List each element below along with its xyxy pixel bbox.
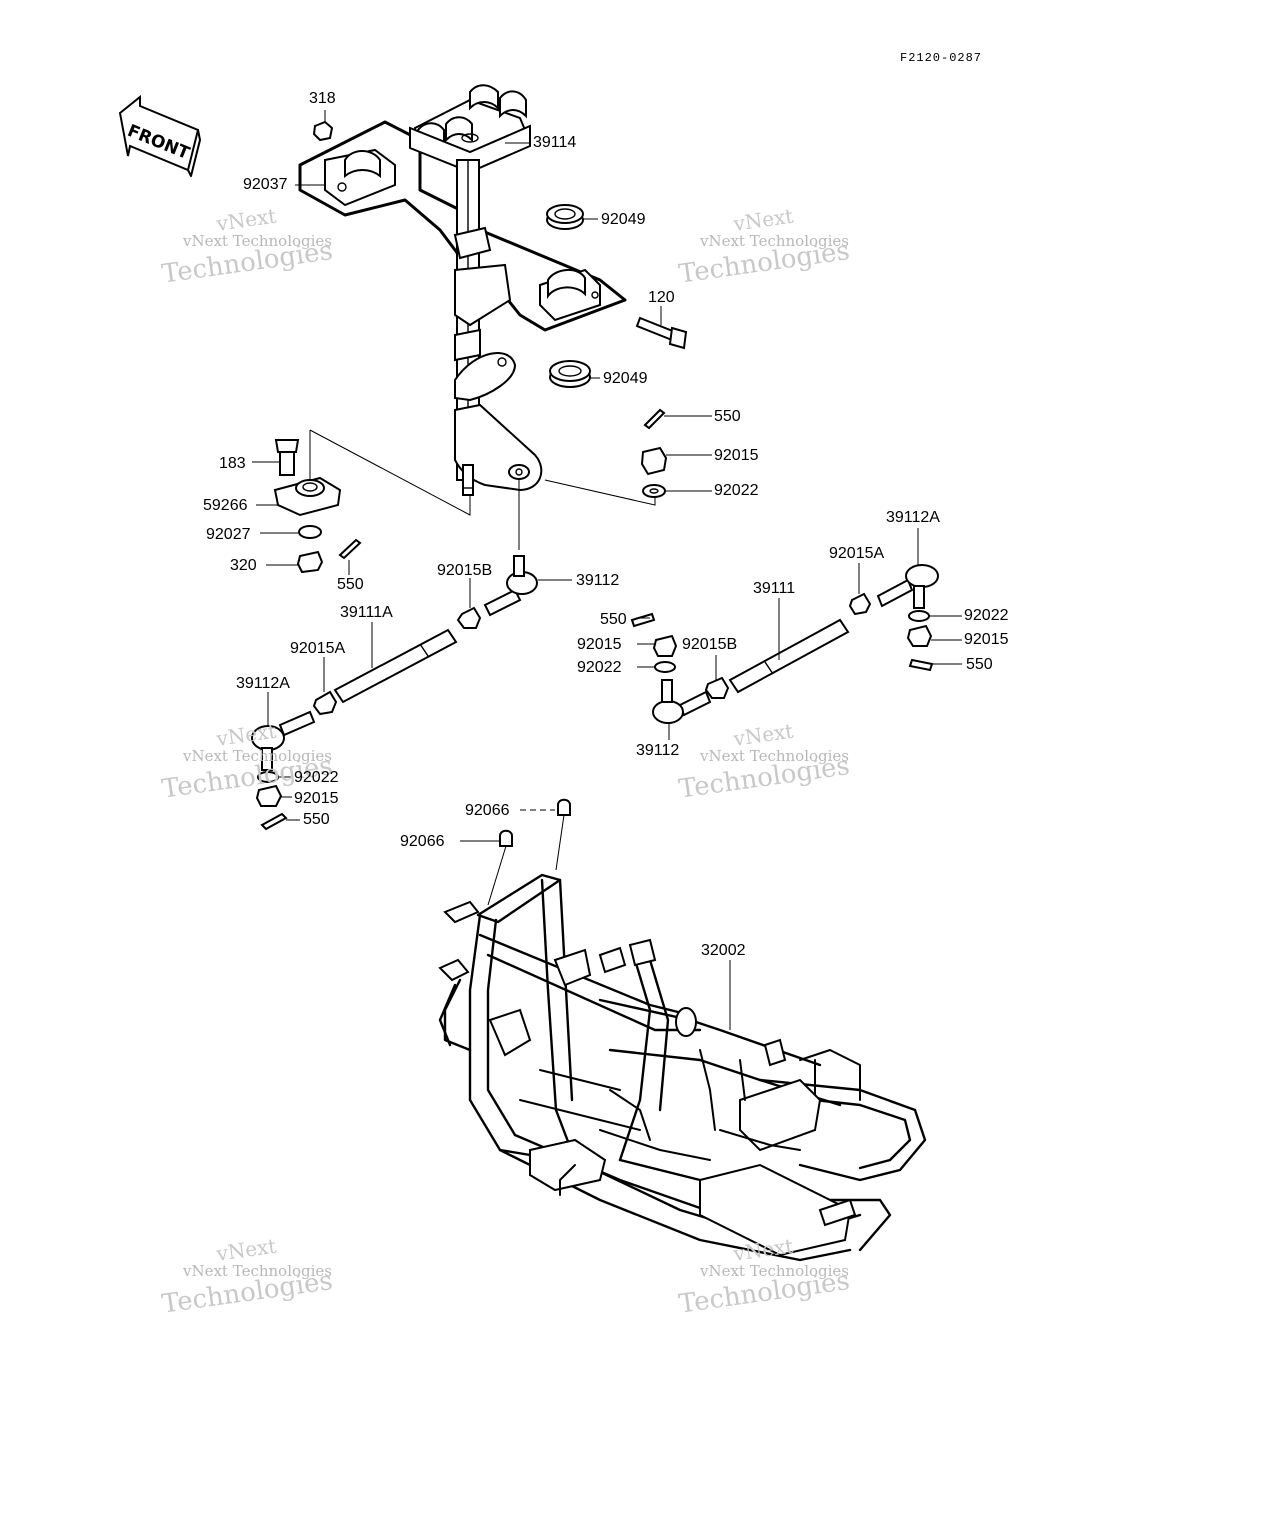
part-label: 92015B xyxy=(437,562,493,579)
assembly-guide-lines xyxy=(309,429,656,550)
part-label: 92022 xyxy=(577,659,622,676)
part-label: 92066 xyxy=(400,833,445,850)
part-label: 39114 xyxy=(533,134,577,151)
part-label: 39112A xyxy=(886,509,940,526)
part-label: 92015B xyxy=(682,636,738,653)
watermark-line2: vNext Technologies xyxy=(183,747,333,765)
steering-mount-group xyxy=(273,439,362,574)
watermark-line2: vNext Technologies xyxy=(700,747,850,765)
frame-assembly xyxy=(438,873,927,1262)
part-label: 92015 xyxy=(577,636,622,653)
castle-nut-group-upper xyxy=(640,408,668,498)
part-label: 550 xyxy=(303,811,330,828)
part-label: 550 xyxy=(714,408,741,425)
part-label: 183 xyxy=(219,455,246,472)
part-label: 32002 xyxy=(701,942,746,959)
diagram-reference: F2120-0287 xyxy=(900,51,983,65)
front-arrow-icon xyxy=(118,94,201,177)
part-label: 92037 xyxy=(243,176,288,193)
part-label: 39112 xyxy=(576,572,620,589)
watermark-line2: vNext Technologies xyxy=(183,1262,333,1280)
part-label: 92022 xyxy=(714,482,759,499)
part-label: 550 xyxy=(966,656,993,673)
part-label: 550 xyxy=(600,611,627,628)
part-label: 120 xyxy=(648,289,675,306)
part-label: 92049 xyxy=(603,370,648,387)
left-tie-rod-assembly xyxy=(251,555,538,831)
part-label: 39111A xyxy=(340,604,393,621)
part-label: 92015 xyxy=(714,447,759,464)
leader-lines xyxy=(252,110,962,842)
part-label: 318 xyxy=(309,90,336,107)
right-tie-rod-assembly xyxy=(630,564,939,724)
part-label: 92049 xyxy=(601,211,646,228)
watermark-line2: vNext Technologies xyxy=(183,232,333,250)
part-label: 39111 xyxy=(753,580,796,597)
watermark-line2: vNext Technologies xyxy=(700,1262,850,1280)
part-label: 92022 xyxy=(964,607,1009,624)
part-label: 59266 xyxy=(203,497,248,514)
part-label: 92015 xyxy=(294,790,339,807)
part-label: 92027 xyxy=(206,526,251,543)
steering-shaft-assembly xyxy=(298,84,688,496)
part-label: 92015A xyxy=(829,545,885,562)
grease-fittings xyxy=(487,798,571,906)
part-label: 92066 xyxy=(465,802,510,819)
part-label: 320 xyxy=(230,557,257,574)
part-label: 550 xyxy=(337,576,364,593)
watermark-line2: vNext Technologies xyxy=(700,232,850,250)
part-label: 92015 xyxy=(964,631,1009,648)
part-label: 39112 xyxy=(636,742,680,759)
part-label: 39112A xyxy=(236,675,290,692)
part-label: 92015A xyxy=(290,640,346,657)
part-label: 92022 xyxy=(294,769,339,786)
